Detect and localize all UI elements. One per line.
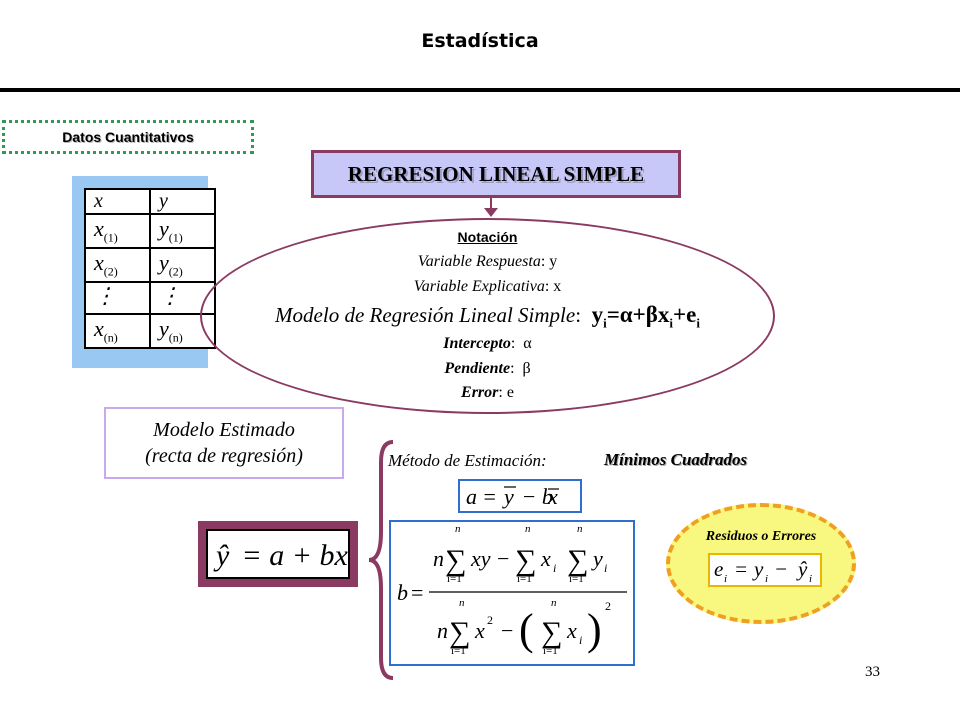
svg-text:n: n [525,523,531,535]
intercepto-line: Intercepto: α [443,335,532,352]
variable-explicativa-line: Variable Explicativa: x [413,278,562,295]
svg-text:−: − [501,618,513,643]
a-formula: a = y − b x [466,484,559,509]
pendiente-line: Pendiente: β [444,360,531,377]
page-number: 33 [865,664,880,680]
svg-text:∑: ∑ [515,544,536,577]
table-header-row: x y [84,188,216,215]
regresion-title-label: REGRESION LINEAL SIMPLE [347,161,645,186]
svg-text:∑: ∑ [449,616,470,649]
svg-text:∑: ∑ [445,544,466,577]
svg-text:i: i [553,561,556,575]
svg-text:∑: ∑ [567,544,588,577]
modelo-estimado-box: Modelo Estimado (recta de regresión) [104,407,344,479]
table-row: ⋮ ⋮ [84,281,216,315]
svg-text:i=1: i=1 [451,645,466,657]
modelo-regresion-line: Modelo de Regresión Lineal Simple: yi=α+… [275,302,700,331]
header-divider [0,88,960,92]
svg-text:i=1: i=1 [447,573,462,585]
b-formula-box: b = n n ∑ i=1 xy − n ∑ i=1 x i n ∑ i=1 y… [389,520,635,666]
table-row: x(1) y(1) [84,213,216,249]
notation-ellipse [200,218,775,414]
svg-text:i: i [604,561,607,575]
yhat-formula: ŷ = a + bx [213,539,348,572]
svg-text:y: y [591,546,603,571]
data-table: x y x(1) y(1) x(2) y(2) ⋮ ⋮ x(n) y(n) [84,188,216,349]
modelo-estimado-line2: (recta de regresión) [145,445,303,467]
svg-text:x: x [547,484,558,509]
table-row: x(2) y(2) [84,247,216,283]
arrow-down-icon [484,208,498,217]
datos-cuantitativos-label: Datos Cuantitativos [62,129,194,145]
a-formula-box: a = y − b x [458,479,582,513]
variable-respuesta-line: Variable Respuesta: y [417,253,558,270]
svg-text:x: x [540,546,551,571]
svg-text:i=1: i=1 [543,645,558,657]
table-cell-x: x(n) [84,313,151,349]
svg-text:xy: xy [470,546,491,571]
residuos-circle [666,503,856,624]
svg-text:i=1: i=1 [569,573,584,585]
table-cell-x: x(1) [84,213,151,249]
b-formula: b = n n ∑ i=1 xy − n ∑ i=1 x i n ∑ i=1 y… [397,523,627,657]
svg-text:x: x [474,618,485,643]
svg-text:b: b [397,580,408,605]
table-header-y: y [149,188,216,215]
svg-text:n: n [433,546,444,571]
svg-text:y: y [752,557,764,581]
table-cell-x: x(2) [84,247,151,283]
svg-text:−: − [770,557,792,581]
modelo-estimado-line1: Modelo Estimado [153,419,295,441]
svg-text:n: n [459,597,465,609]
svg-text:n: n [577,523,583,535]
metodo-label: Método de Estimación: [388,451,547,470]
svg-text:2: 2 [487,613,493,627]
error-line: Error: e [461,384,514,401]
yhat-rhs: = a + bx [234,539,348,572]
svg-text:e: e [714,557,723,581]
arrow-down-line [490,198,492,209]
regresion-title-box: REGRESION LINEAL SIMPLE [311,150,681,198]
svg-text:i: i [579,633,582,647]
svg-text:n: n [437,618,448,643]
table-row: x(n) y(n) [84,313,216,349]
svg-text:(: ( [519,605,534,654]
table-cell-x: ⋮ [84,281,151,315]
svg-text:−: − [497,546,509,571]
yhat-lhs: ŷ [213,539,230,572]
curly-brace-icon [368,440,394,680]
svg-text:i: i [809,573,812,585]
table-header-x: x [84,188,151,215]
svg-text:=: = [478,484,501,509]
residual-formula: e i = y i − ŷ i [714,557,812,585]
svg-text:2: 2 [605,599,611,613]
notation-heading: Notación [457,229,518,245]
svg-text:∑: ∑ [541,616,562,649]
svg-text:− b: − b [516,484,553,509]
svg-text:=: = [730,557,752,581]
svg-text:i: i [724,573,727,585]
minimos-cuadrados-label: Mínimos Cuadrados [604,450,748,469]
svg-text:a: a [466,484,477,509]
table-cell-y: y(1) [149,213,216,249]
svg-text:i: i [765,573,768,585]
svg-text:=: = [411,580,423,605]
svg-text:i=1: i=1 [517,573,532,585]
svg-text:y: y [502,484,514,509]
svg-text:x: x [566,618,577,643]
svg-text:n: n [551,597,557,609]
svg-text:n: n [455,523,461,535]
residual-formula-box: e i = y i − ŷ i [708,553,822,587]
svg-text:): ) [587,605,602,654]
table-cell-y: y(2) [149,247,216,283]
page-title: Estadística [421,30,539,52]
svg-text:ŷ: ŷ [796,557,808,581]
residuos-label: Residuos o Errores [705,529,817,544]
yhat-formula-box: ŷ = a + bx [206,529,350,579]
datos-cuantitativos-box: Datos Cuantitativos [2,120,254,154]
